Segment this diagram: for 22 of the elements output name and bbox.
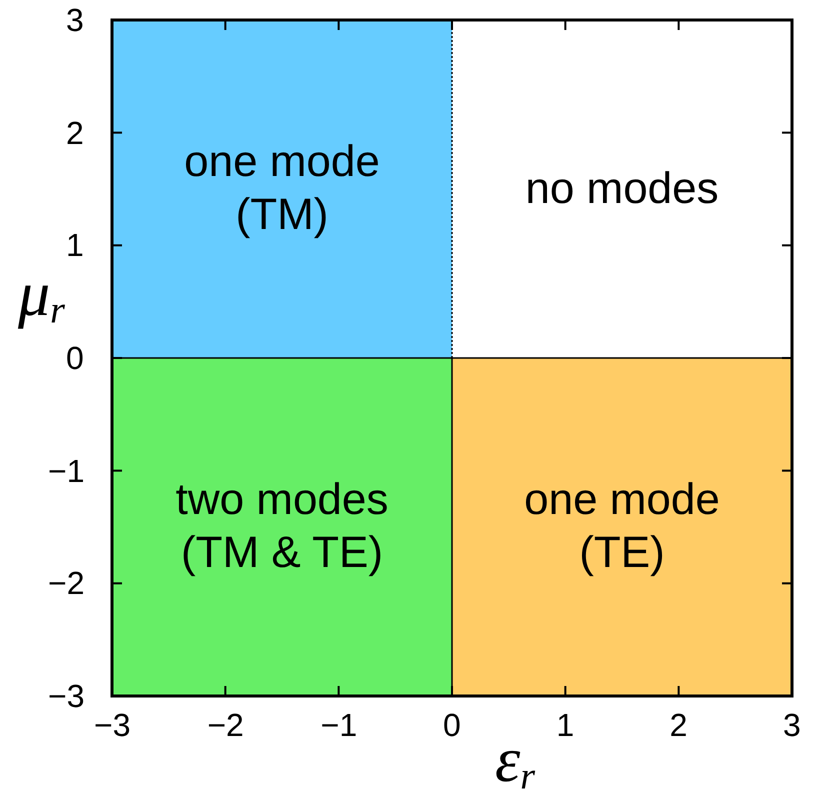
tick-label: 0 — [66, 342, 84, 374]
tick-label: −3 — [48, 680, 84, 712]
tick-label: −2 — [48, 567, 84, 600]
mode-region — [112, 358, 452, 696]
region-label: one mode (TM) — [183, 136, 381, 241]
tick-label: 3 — [783, 709, 801, 741]
tick-label: 2 — [66, 116, 84, 149]
tick-label: 1 — [66, 229, 84, 262]
tick-label: 3 — [66, 4, 84, 36]
region-label: one mode (TE) — [523, 474, 721, 579]
tick-label: 0 — [443, 709, 461, 741]
tick-label: −2 — [207, 709, 244, 741]
tick-label: −3 — [94, 709, 130, 741]
mode-region — [452, 358, 792, 696]
region-label: two modes (TM & TE) — [174, 474, 390, 579]
tick-label: −1 — [320, 709, 358, 741]
mode-region — [112, 20, 452, 358]
tick-label: −1 — [48, 454, 84, 487]
axis-label: ε$_{r}$ — [495, 728, 536, 792]
tick-label: 2 — [670, 709, 688, 741]
region-label: no modes — [524, 162, 720, 215]
tick-label: 1 — [556, 709, 574, 741]
